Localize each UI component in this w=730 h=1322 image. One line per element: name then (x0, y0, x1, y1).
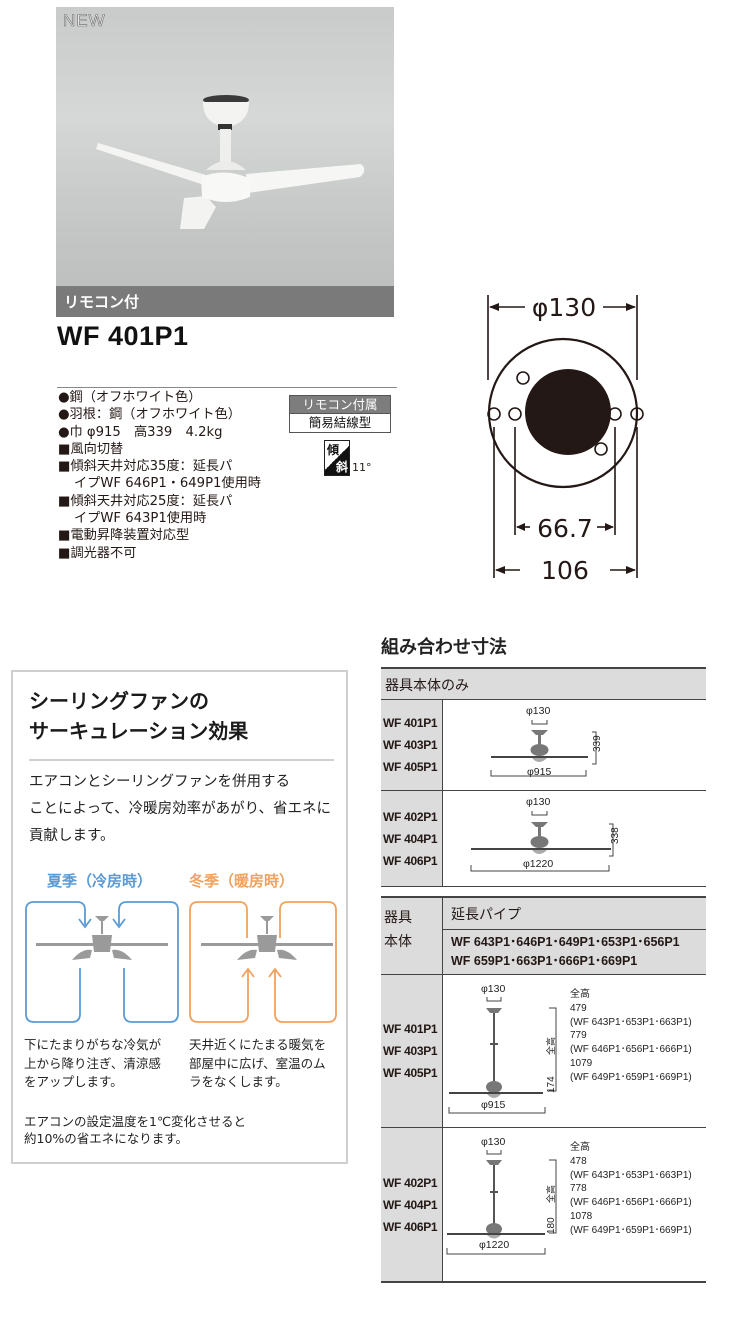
outer-span-label: 106 (541, 556, 589, 585)
svg-text:339: 339 (592, 735, 603, 752)
winter-label: 冬季（暖房時） (189, 872, 295, 890)
product-photo: NEW リモコン付 (56, 7, 394, 317)
circulation-effect-panel: シーリングファンの サーキュレーション効果 エアコンとシーリングファンを併用する… (11, 670, 348, 1164)
spec-item: ●羽根：鋼（オフホワイト色） (58, 407, 241, 423)
fan-side-view: φ130 φ915 339 (443, 700, 706, 790)
spec-divider (57, 387, 397, 388)
tilt-ceiling-icon: 傾 斜 (324, 440, 350, 476)
canopy-top-view-diagram: φ130 66.7 106 (475, 285, 655, 585)
table-header: 器具本体のみ (381, 669, 706, 700)
spec-item: ■電動昇降装置対応型 (58, 528, 190, 544)
spec-list: ●鋼（オフホワイト色） ●羽根：鋼（オフホワイト色） ●巾 φ915 高339 … (58, 389, 298, 562)
inner-span-label: 66.7 (537, 514, 593, 543)
svg-text:全高: 全高 (545, 1185, 557, 1203)
extension-pipe-header: 延長パイプ (443, 898, 706, 930)
spec-item: イプWF 643P1使用時 (74, 511, 207, 527)
spec-item: ■調光器不可 (58, 545, 137, 561)
model-list: WF 401P1 WF 403P1 WF 405P1 (381, 975, 443, 1127)
body-header: 器具 本体 (381, 898, 443, 974)
model-list: WF 402P1 WF 404P1 WF 406P1 (381, 1128, 443, 1281)
body-only-table: 器具本体のみ WF 401P1 WF 403P1 WF 405P1 φ130 φ… (381, 667, 706, 887)
circulation-intro: エアコンとシーリングファンを併用する ことによって、冷暖房効率があがり、省エネに… (29, 774, 332, 844)
svg-text:180: 180 (546, 1217, 557, 1234)
svg-text:174: 174 (546, 1076, 557, 1093)
summer-label: 夏季（冷房時） (47, 872, 153, 890)
model-list: WF 402P1 WF 404P1 WF 406P1 (381, 791, 443, 886)
photo-caption: リモコン付 (56, 286, 394, 317)
winter-description: 天井近くにたまる暖気を 部屋中に広げ、室温のム ラをなくします。 (189, 1037, 327, 1089)
table-row: WF 402P1 WF 404P1 WF 406P1 φ130 φ1220 33… (381, 791, 706, 887)
fan-with-pipe-view: φ130 φ915 全高 174 全高 479 (WF 643P1･653P1･… (443, 975, 706, 1127)
ceiling-fan-illustration (96, 95, 365, 229)
total-height-list: 全高 478 (WF 643P1･653P1･663P1) 778 (WF 64… (570, 1142, 692, 1236)
spec-item: ●鋼（オフホワイト色） (58, 390, 202, 405)
energy-saving-note: エアコンの設定温度を1℃変化させると 約10%の省エネになります。 (24, 1114, 246, 1146)
tilt-angle: 11° (352, 461, 372, 474)
outer-diameter-label: φ130 (532, 293, 596, 322)
new-badge: NEW (63, 11, 106, 31)
spec-item: ●巾 φ915 高339 4.2kg (58, 424, 223, 440)
spec-item: イプWF 646P1・649P1使用時 (74, 476, 261, 492)
total-height-list: 全高 479 (WF 643P1･653P1･663P1) 779 (WF 64… (570, 989, 692, 1083)
model-list: WF 401P1 WF 403P1 WF 405P1 (381, 700, 443, 790)
summer-description: 下にたまりがちな冷気が 上から降り注ぎ、清涼感 をアップします。 (24, 1037, 162, 1089)
table-row: WF 401P1 WF 403P1 WF 405P1 φ130 φ915 339 (381, 700, 706, 791)
table-row: WF 401P1 WF 403P1 WF 405P1 φ130 φ915 全高 … (381, 975, 706, 1128)
remote-included-label: リモコン付属 (290, 396, 390, 414)
circulation-title: シーリングファンの サーキュレーション効果 (29, 689, 249, 743)
extension-pipe-table: 器具 本体 延長パイプ WF 643P1･646P1･649P1･653P1･6… (381, 896, 706, 1283)
spec-item: ■傾斜天井対応35度：延長パ (58, 459, 233, 475)
combination-dimensions-title: 組み合わせ寸法 (381, 637, 507, 658)
svg-text:338: 338 (610, 827, 621, 844)
fan-with-pipe-view: φ130 φ1220 全高 180 全高 478 (WF 643P1･653P1… (443, 1128, 706, 1281)
easy-wiring-label: 簡易結線型 (290, 414, 390, 432)
model-title: WF 401P1 (57, 321, 189, 351)
spec-item: ■傾斜天井対応25度：延長パ (58, 493, 233, 509)
spec-item: ■風向切替 (58, 441, 124, 457)
divider (29, 759, 334, 761)
table-row: WF 402P1 WF 404P1 WF 406P1 φ130 φ1220 全高… (381, 1128, 706, 1281)
table-header: 器具 本体 延長パイプ WF 643P1･646P1･649P1･653P1･6… (381, 898, 706, 975)
pipe-model-list: WF 643P1･646P1･649P1･653P1･656P1 WF 659P… (451, 935, 680, 968)
airflow-diagram (25, 901, 337, 1023)
svg-text:全高: 全高 (545, 1037, 557, 1055)
fan-side-view: φ130 φ1220 338 (443, 791, 706, 886)
feature-badge: リモコン付属 簡易結線型 (289, 395, 391, 433)
